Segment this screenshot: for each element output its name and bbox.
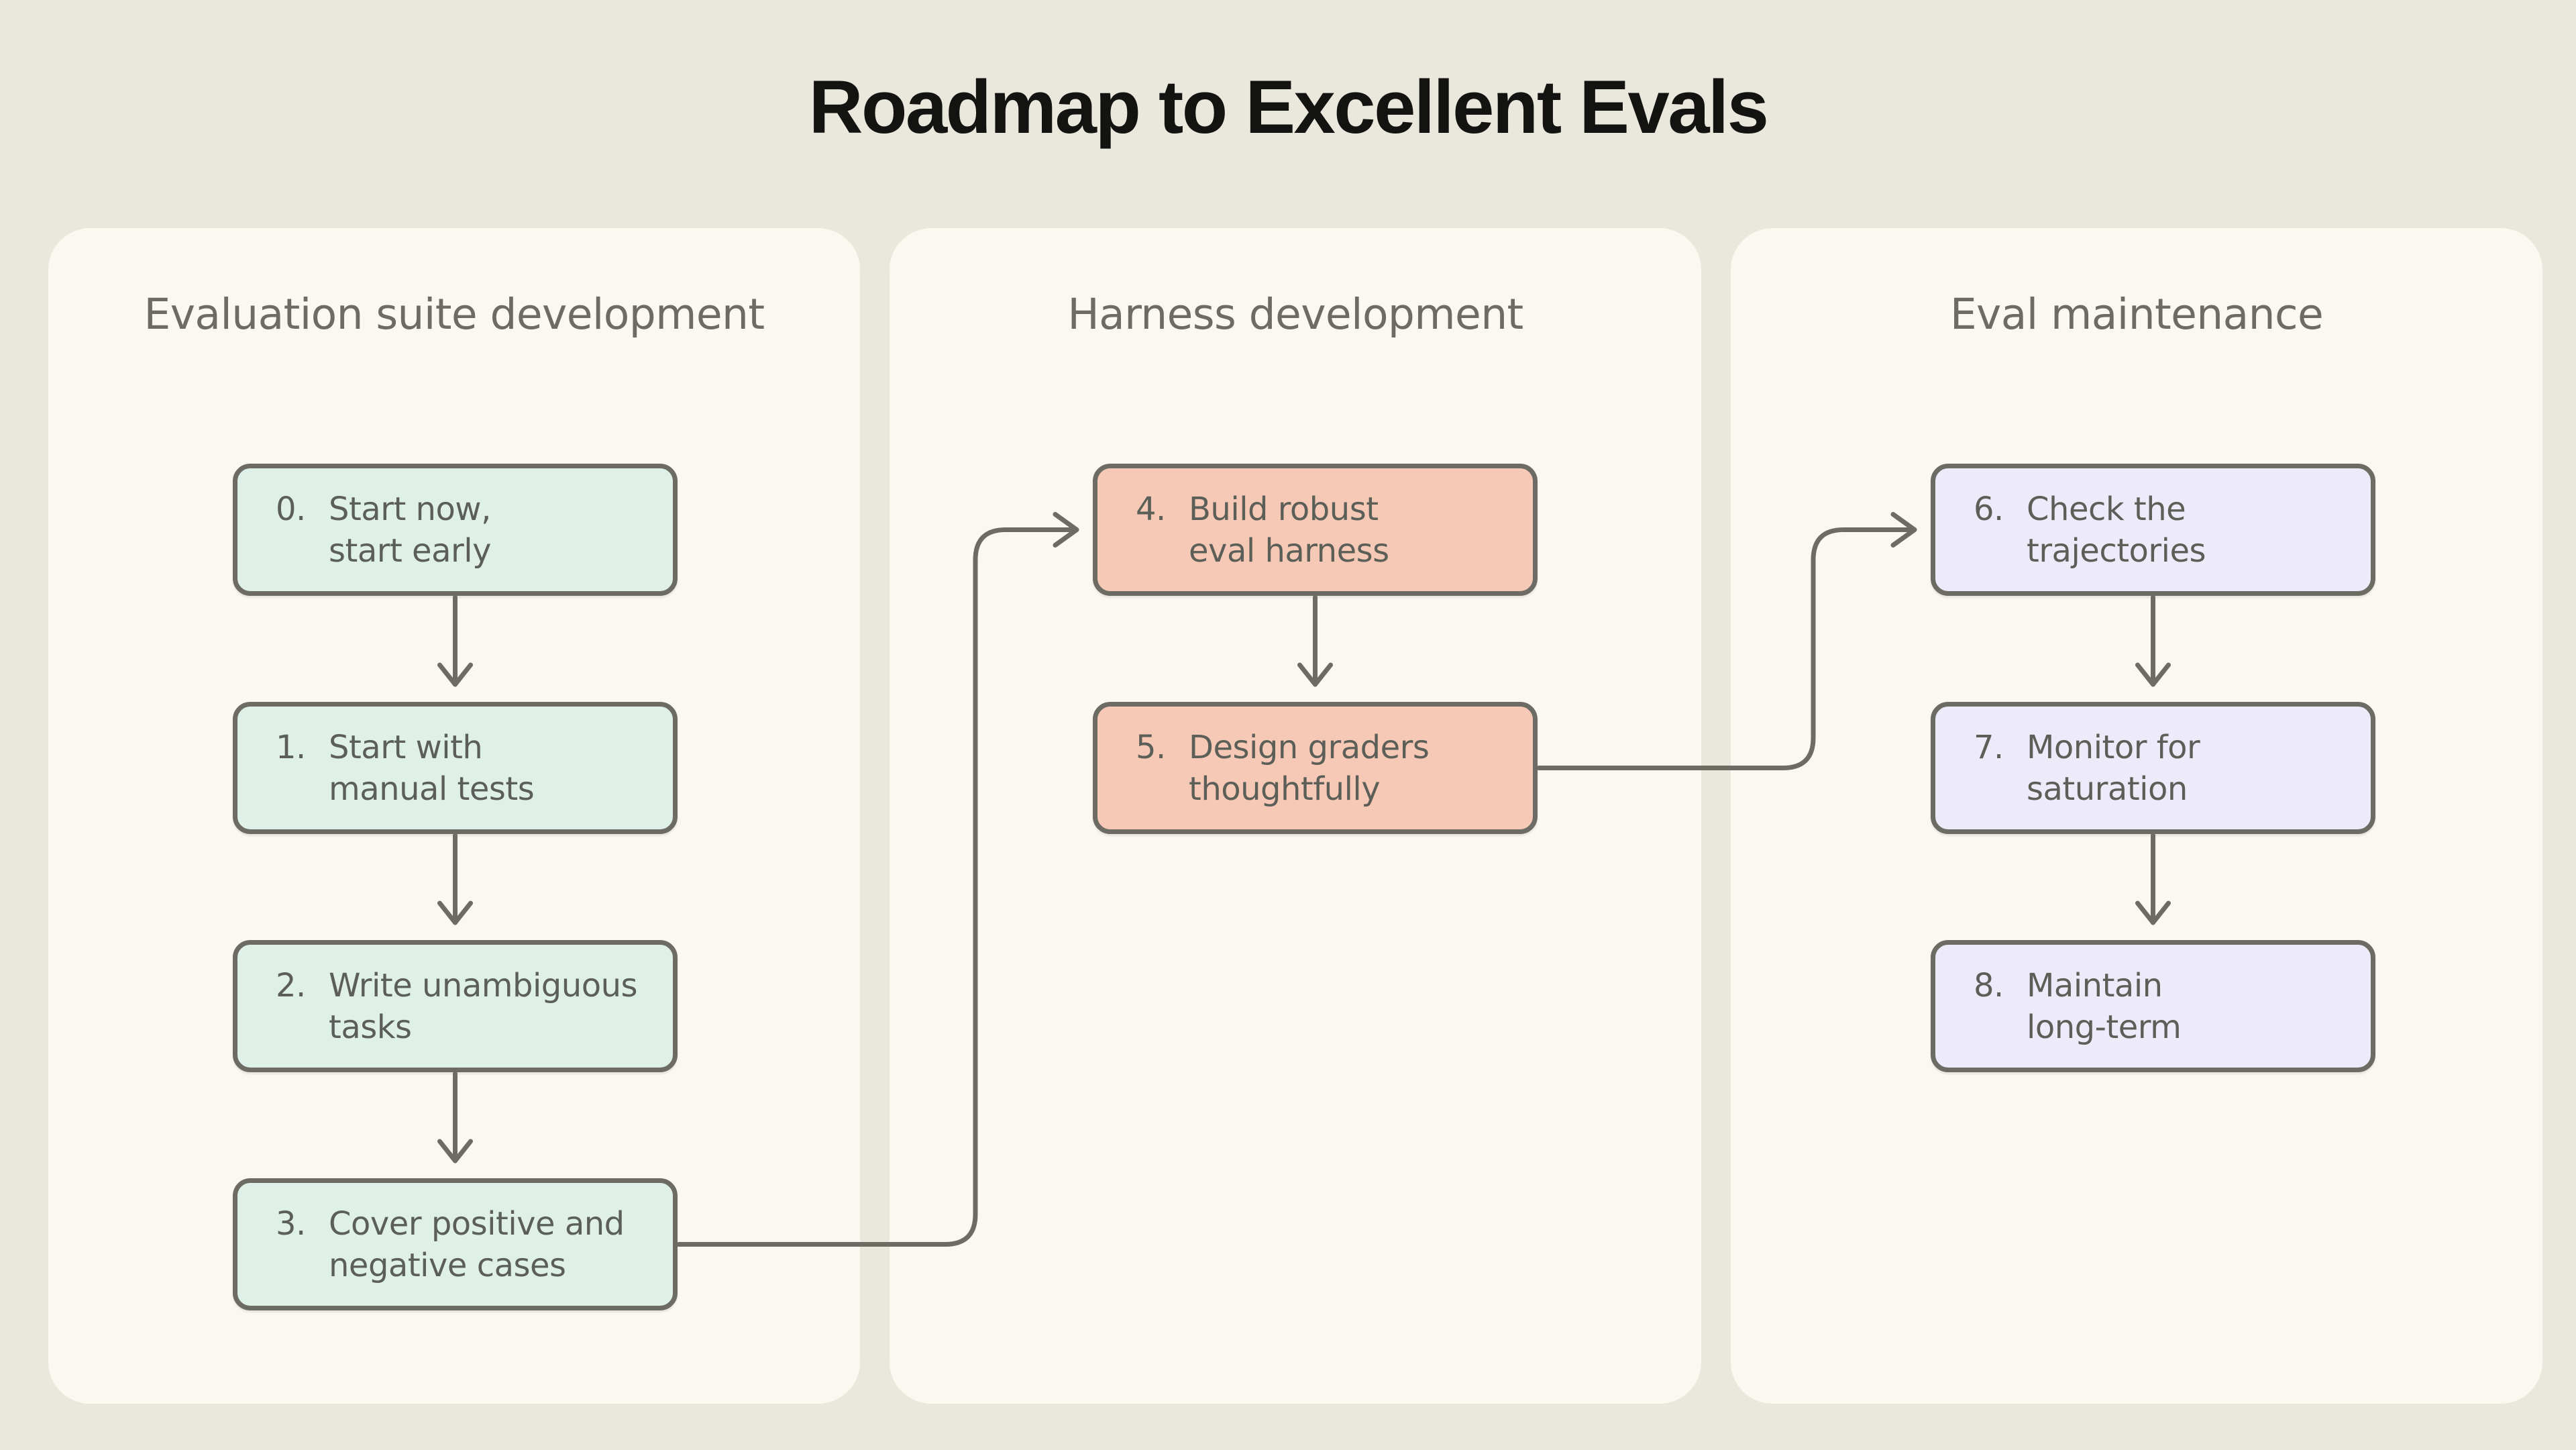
step-label: Build robust eval harness [1189, 490, 1389, 570]
step-box-step-7: 7. Monitor for saturation [1931, 702, 2375, 834]
step-number: 1. [276, 728, 306, 766]
step-label: Maintain long-term [2027, 966, 2182, 1046]
step-box-step-8: 8. Maintain long-term [1931, 940, 2375, 1072]
column-card-3: Eval maintenance 6. Check the trajectori… [1731, 228, 2542, 1404]
step-label: Monitor for saturation [2027, 728, 2200, 808]
step-box-step-5: 5. Design graders thoughtfully [1093, 702, 1538, 834]
step-label: Start with manual tests [329, 728, 535, 808]
step-number: 6. [1974, 490, 2004, 528]
step-label: Cover positive and negative cases [329, 1204, 625, 1284]
column-card-2: Harness development 4. Build robust eval… [890, 228, 1701, 1404]
step-box-step-1: 1. Start with manual tests [233, 702, 678, 834]
column-header: Evaluation suite development [144, 290, 765, 339]
page-title: Roadmap to Excellent Evals [808, 65, 1769, 149]
step-number: 2. [276, 966, 306, 1004]
step-number: 0. [276, 490, 306, 528]
step-label: Write unambiguous tasks [329, 966, 638, 1046]
step-box-step-4: 4. Build robust eval harness [1093, 464, 1538, 596]
step-number: 8. [1974, 966, 2004, 1004]
step-box-step-3: 3. Cover positive and negative cases [233, 1178, 678, 1310]
step-number: 3. [276, 1204, 306, 1243]
column-header: Harness development [1067, 290, 1523, 339]
step-label: Start now, start early [329, 490, 491, 570]
column-card-1: Evaluation suite development 0. Start no… [48, 228, 860, 1404]
column-header: Eval maintenance [1949, 290, 2324, 339]
step-label: Design graders thoughtfully [1189, 728, 1430, 808]
step-box-step-6: 6. Check the trajectories [1931, 464, 2375, 596]
step-box-step-2: 2. Write unambiguous tasks [233, 940, 678, 1072]
step-number: 4. [1136, 490, 1166, 528]
step-number: 5. [1136, 728, 1166, 766]
step-label: Check the trajectories [2027, 490, 2206, 570]
step-box-step-0: 0. Start now, start early [233, 464, 678, 596]
step-number: 7. [1974, 728, 2004, 766]
